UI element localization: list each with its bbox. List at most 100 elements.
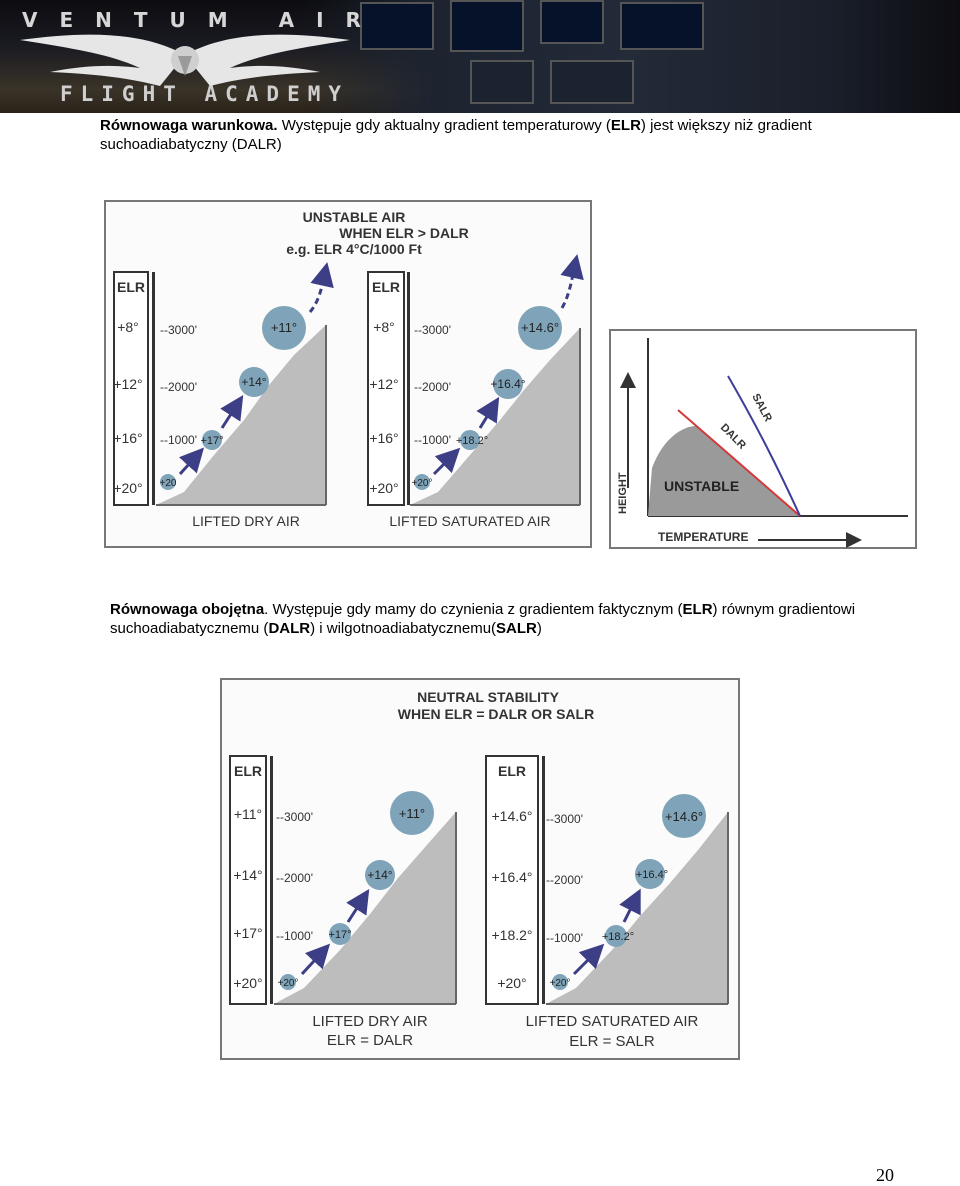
brand-name: VENTUM AIR: [22, 8, 383, 32]
svg-text:+17°: +17°: [328, 929, 351, 941]
page-number: 20: [876, 1165, 894, 1185]
dalr-line: [677, 409, 801, 517]
hill-slope: [156, 325, 326, 505]
neutral-stability-figure: NEUTRAL STABILITY WHEN ELR = DALR OR SAL…: [220, 678, 740, 1060]
svg-text:+20°: +20°: [113, 480, 142, 496]
svg-text:+20°: +20°: [278, 978, 299, 989]
svg-text:UNSTABLE: UNSTABLE: [664, 478, 739, 494]
header-banner: VENTUM AIR FLIGHT ACADEMY: [0, 0, 960, 113]
air-parcel: [280, 974, 296, 990]
svg-text:LIFTED SATURATED AIR: LIFTED SATURATED AIR: [526, 1013, 699, 1030]
svg-text:--2000': --2000': [276, 871, 313, 885]
svg-text:TEMPERATURE: TEMPERATURE: [658, 530, 748, 544]
air-parcel: [635, 859, 665, 889]
svg-text:+20°: +20°: [550, 978, 571, 989]
svg-text:NEUTRAL STABILITY: NEUTRAL STABILITY: [417, 689, 559, 705]
air-parcel: [329, 923, 351, 945]
air-parcel: [365, 860, 395, 890]
svg-text:+14°: +14°: [367, 868, 392, 882]
svg-text:+18.2°: +18.2°: [602, 931, 634, 943]
svg-text:--3000': --3000': [276, 810, 313, 824]
svg-text:ELR: ELR: [117, 279, 145, 295]
air-parcel: [160, 474, 176, 490]
svg-text:+20°: +20°: [497, 975, 526, 991]
svg-text:ELR = SALR: ELR = SALR: [569, 1033, 655, 1050]
section-lead: Równowaga warunkowa.: [100, 117, 278, 134]
svg-text:+14°: +14°: [233, 867, 262, 883]
saturated-air-panel: ELR +14.6° +16.4° +18.2° +20° --3000' --…: [485, 755, 729, 1050]
svg-text:+14.6°: +14.6°: [521, 320, 559, 335]
figure-title-1: UNSTABLE AIR: [303, 209, 406, 225]
unstable-area: [648, 426, 800, 516]
air-parcel: [518, 306, 562, 350]
academy-wings-logo: [20, 34, 350, 86]
hill-slope: [274, 812, 456, 1004]
svg-text:ELR = DALR: ELR = DALR: [327, 1032, 413, 1049]
air-parcel: [605, 925, 627, 947]
svg-text:LIFTED DRY AIR: LIFTED DRY AIR: [312, 1013, 427, 1030]
svg-text:+20°: +20°: [369, 480, 398, 496]
svg-text:+12°: +12°: [113, 376, 142, 392]
svg-text:LIFTED DRY AIR: LIFTED DRY AIR: [192, 513, 300, 529]
svg-text:LIFTED SATURATED AIR: LIFTED SATURATED AIR: [389, 513, 550, 529]
svg-text:+11°: +11°: [234, 806, 262, 822]
svg-text:+16.4°: +16.4°: [491, 869, 532, 885]
air-parcel: [414, 474, 430, 490]
hill-slope: [546, 812, 728, 1004]
svg-text:--2000': --2000': [546, 873, 583, 887]
svg-text:HEIGHT: HEIGHT: [617, 472, 629, 514]
svg-text:+16°: +16°: [113, 430, 142, 446]
svg-text:--1000': --1000': [276, 929, 313, 943]
unstable-air-figure: UNSTABLE AIR WHEN ELR > DALR e.g. ELR 4°…: [104, 200, 592, 548]
cockpit-photo: [300, 0, 960, 113]
salr-line: [727, 375, 801, 517]
air-parcel: [552, 974, 568, 990]
svg-text:WHEN ELR = DALR OR SALR: WHEN ELR = DALR OR SALR: [398, 706, 594, 722]
figure-title-2: WHEN ELR > DALR: [339, 225, 469, 241]
svg-text:+16.4°: +16.4°: [490, 377, 525, 391]
svg-text:--3000': --3000': [414, 323, 451, 337]
air-parcel: [262, 306, 306, 350]
svg-text:+18.2°: +18.2°: [456, 435, 488, 447]
svg-text:--1000': --1000': [160, 433, 197, 447]
svg-text:+14°: +14°: [241, 375, 266, 389]
dry-air-panel: ELR +11° +14° +17° +20° --3000' --2000' …: [229, 755, 457, 1049]
svg-text:+11°: +11°: [271, 320, 297, 335]
svg-text:+12°: +12°: [369, 376, 398, 392]
dry-air-panel: ELR +8° +12° +16° +20° --3000' --2000' -…: [113, 262, 334, 529]
svg-text:ELR: ELR: [498, 763, 526, 779]
section-lead: Równowaga obojętna: [110, 601, 265, 618]
svg-text:--2000': --2000': [414, 380, 451, 394]
svg-text:+14.6°: +14.6°: [491, 808, 532, 824]
svg-text:--3000': --3000': [546, 812, 583, 826]
svg-text:+17°: +17°: [200, 435, 223, 447]
svg-text:+20°: +20°: [412, 478, 433, 489]
svg-text:ELR: ELR: [372, 279, 400, 295]
unstable-diagram: HEIGHT TEMPERATURE UNSTABLE DALR SALR: [609, 329, 917, 549]
svg-text:+16°: +16°: [369, 430, 398, 446]
air-parcel: [662, 794, 706, 838]
svg-text:ELR: ELR: [234, 763, 262, 779]
air-parcel: [390, 791, 434, 835]
svg-text:+20°: +20°: [233, 975, 262, 991]
air-parcel: [239, 367, 269, 397]
svg-text:+17°: +17°: [233, 925, 262, 941]
svg-text:--1000': --1000': [546, 931, 583, 945]
neutral-stability-paragraph: Równowaga obojętna. Występuje gdy mamy d…: [110, 601, 856, 637]
air-parcel: [460, 430, 480, 450]
svg-text:+18.2°: +18.2°: [491, 927, 532, 943]
svg-text:+16.4°: +16.4°: [636, 869, 668, 881]
svg-text:--1000': --1000': [414, 433, 451, 447]
conditional-stability-paragraph: Równowaga warunkowa. Występuje gdy aktua…: [100, 117, 812, 153]
hill-slope: [410, 328, 580, 505]
air-parcel: [202, 430, 222, 450]
saturated-air-panel: ELR +8° +12° +16° +20° --3000' --2000' -…: [367, 254, 584, 529]
svg-text:+8°: +8°: [117, 319, 139, 335]
air-parcel: [493, 369, 523, 399]
svg-text:+14.6°: +14.6°: [665, 809, 703, 824]
svg-text:+8°: +8°: [373, 319, 395, 335]
svg-text:+20: +20: [160, 478, 177, 489]
svg-text:+11°: +11°: [399, 806, 425, 821]
brand-subtitle: FLIGHT ACADEMY: [60, 82, 350, 106]
svg-text:--2000': --2000': [160, 380, 197, 394]
